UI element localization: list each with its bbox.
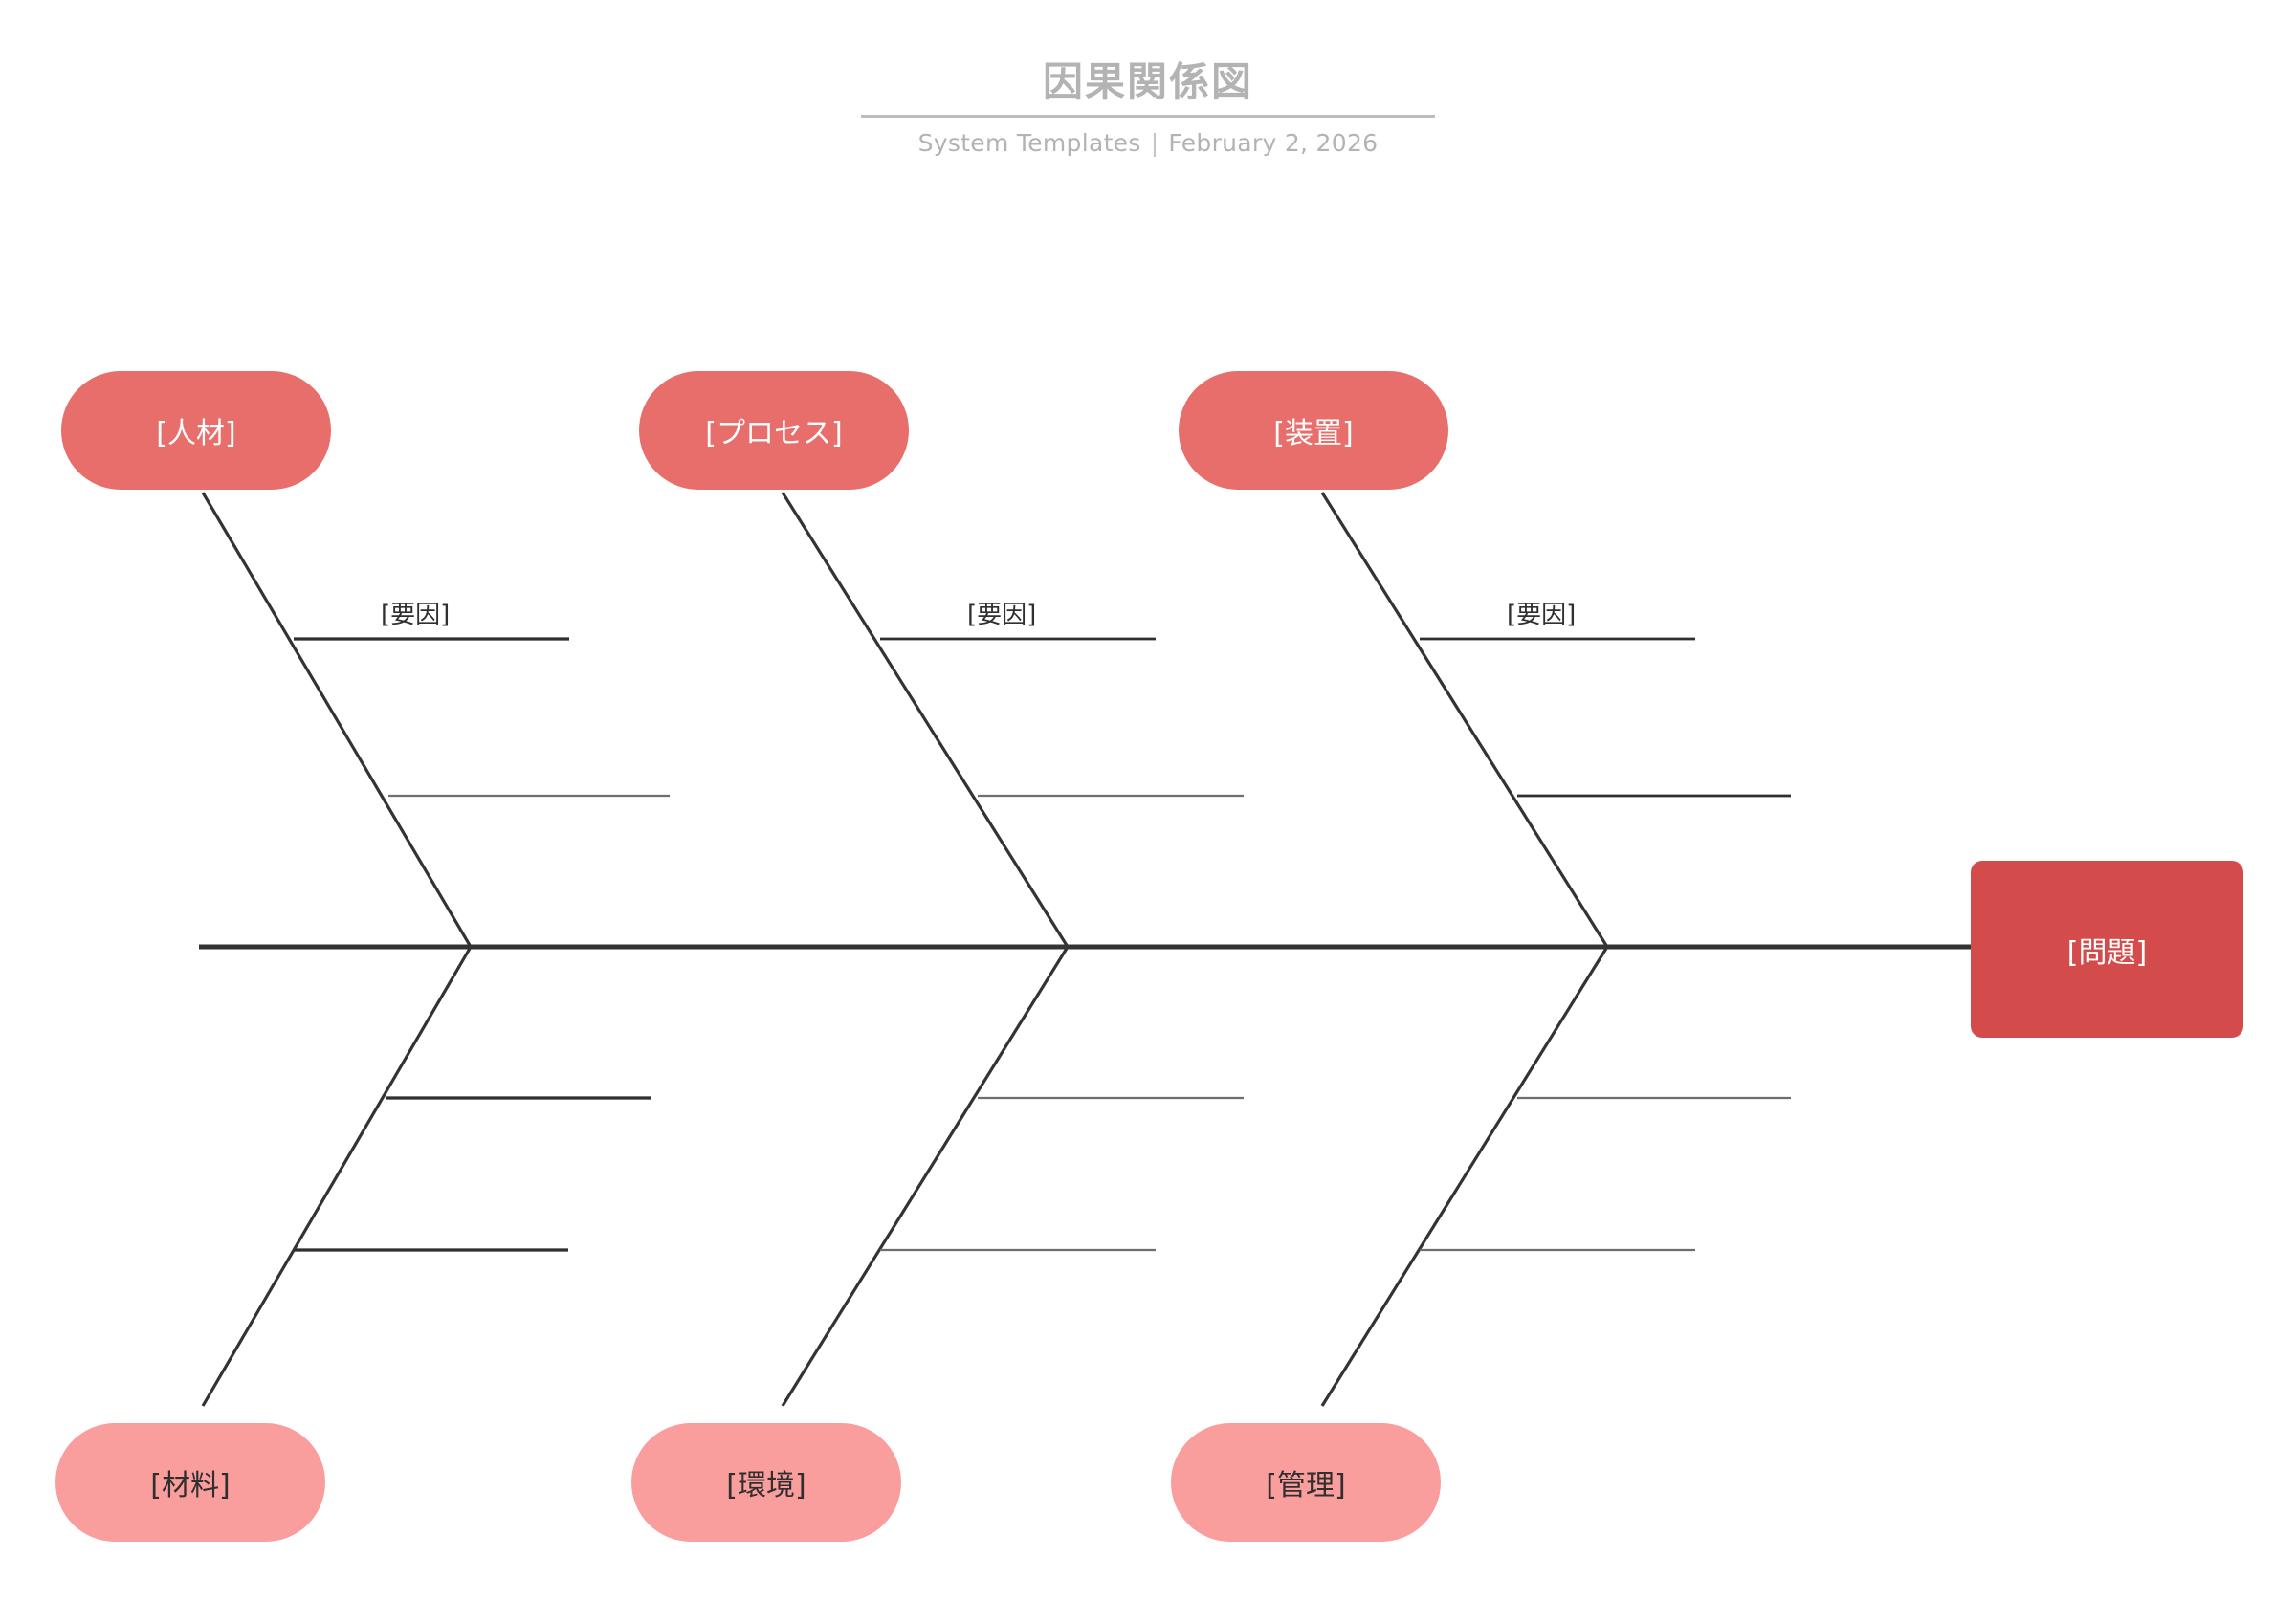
category-bubble-bottom-2[interactable]: [環境]: [631, 1423, 901, 1542]
category-bubble-bottom-1[interactable]: [材料]: [55, 1423, 325, 1542]
subtitle-date: February 2, 2026: [1168, 129, 1379, 158]
bone-diagonal-upper-2: [781, 492, 1070, 948]
bone-diagonal-lower-1: [201, 946, 473, 1407]
category-bubble-top-2[interactable]: [プロセス]: [639, 371, 909, 490]
problem-label: [問題]: [2066, 935, 2148, 970]
category-label: [人材]: [156, 417, 236, 450]
category-label: [材料]: [150, 1469, 231, 1502]
cause-label-3[interactable]: [要因]: [1507, 601, 1577, 629]
category-label: [環境]: [726, 1469, 806, 1502]
bone-diagonal-lower-2: [781, 946, 1070, 1407]
document-header: 因果関係図 System Templates | February 2, 2026: [0, 58, 2296, 157]
title-divider: [861, 115, 1435, 119]
category-bubble-top-1[interactable]: [人材]: [61, 371, 331, 490]
category-bubble-bottom-3[interactable]: [管理]: [1171, 1423, 1441, 1542]
cause-label-2[interactable]: [要因]: [967, 601, 1037, 629]
subtitle-author: System Templates: [917, 129, 1141, 158]
bone-diagonal-upper-3: [1320, 492, 1609, 948]
cause-label-1[interactable]: [要因]: [381, 601, 451, 629]
category-label: [管理]: [1266, 1469, 1346, 1502]
category-label: [プロセス]: [705, 417, 843, 450]
bone-diagonal-upper-1: [201, 492, 473, 948]
bone-diagonal-lower-3: [1320, 946, 1609, 1407]
problem-box[interactable]: [問題]: [1971, 861, 2243, 1038]
subtitle-separator: |: [1150, 129, 1159, 158]
category-bubble-top-3[interactable]: [装置]: [1179, 371, 1448, 490]
document-subtitle: System Templates | February 2, 2026: [0, 129, 2296, 157]
page-title: 因果関係図: [1042, 58, 1253, 105]
category-label: [装置]: [1273, 417, 1354, 450]
